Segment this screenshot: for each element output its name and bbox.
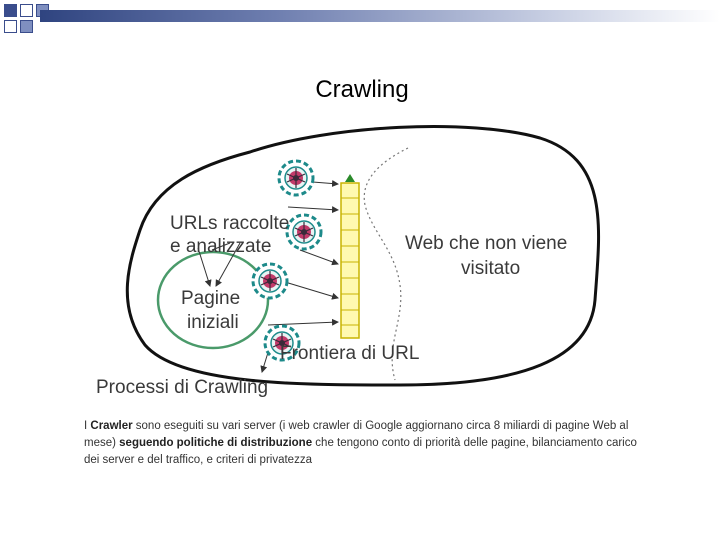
label-unvisited-line1: Web che non viene bbox=[405, 233, 567, 254]
caption-part: sono eseguiti su vari server (i web craw… bbox=[84, 420, 629, 449]
caption-bold: seguendo politiche di distribuzione bbox=[119, 437, 313, 449]
label-urls-collected-line1: URLs raccolte bbox=[170, 213, 289, 234]
caption-text: I Crawler sono eseguiti su vari server (… bbox=[84, 418, 644, 469]
label-seed-line1: Pagine bbox=[181, 288, 240, 309]
slide-title: Crawling bbox=[0, 76, 720, 104]
deco-square bbox=[20, 20, 33, 33]
header-gradient-band bbox=[40, 10, 720, 22]
caption-part: che tengono conto di priorità delle pagi… bbox=[84, 437, 637, 466]
label-urls-collected-line2: e analizzate bbox=[170, 236, 271, 257]
seed-pages-circle bbox=[156, 250, 270, 350]
label-crawling-processes: Processi di Crawling bbox=[96, 377, 268, 398]
caption-bold: Crawler bbox=[90, 420, 133, 432]
deco-square bbox=[20, 4, 33, 17]
visited-boundary bbox=[363, 147, 409, 381]
crawler-process-icon bbox=[285, 213, 323, 251]
label-seed-line2: iniziali bbox=[187, 312, 239, 333]
slide-title-text: Crawling bbox=[315, 76, 409, 103]
crawler-process-icon bbox=[277, 159, 315, 197]
crawler-process-icon bbox=[251, 262, 289, 300]
header-decoration bbox=[0, 0, 720, 40]
web-boundary bbox=[125, 125, 601, 387]
deco-square bbox=[4, 20, 17, 33]
arrows bbox=[197, 180, 339, 373]
deco-square bbox=[4, 4, 17, 17]
frontier-queue bbox=[340, 174, 360, 339]
label-unvisited-line2: visitato bbox=[461, 258, 520, 279]
caption-part: I bbox=[84, 420, 91, 432]
label-frontier: Frontiera di URL bbox=[280, 343, 419, 364]
